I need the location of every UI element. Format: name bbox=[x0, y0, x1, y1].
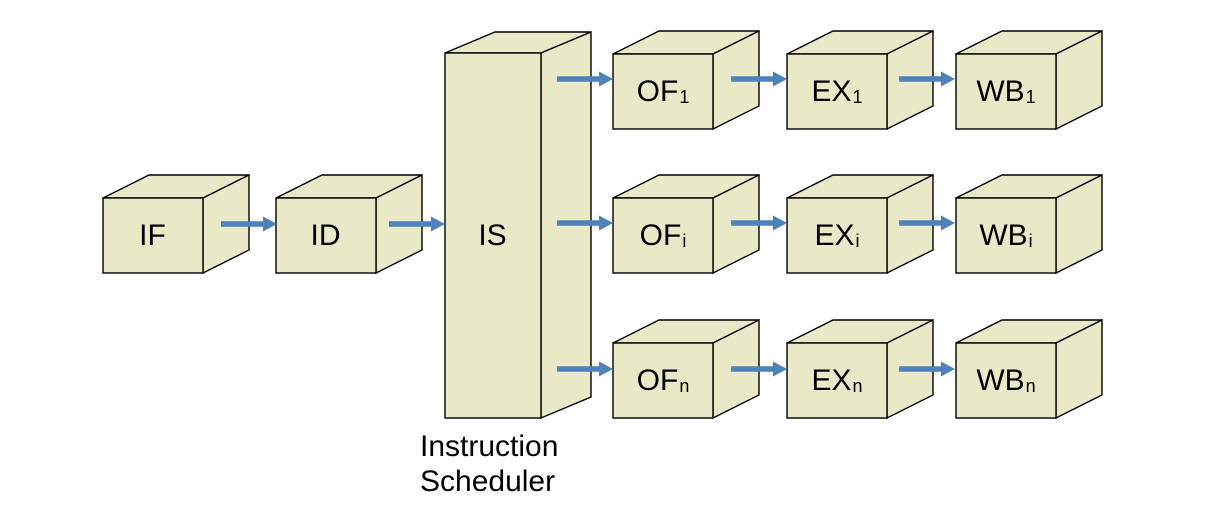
cube-front-face bbox=[102, 197, 204, 274]
arrow-exn-to-wbn bbox=[899, 361, 955, 377]
label-base: EX bbox=[811, 74, 852, 108]
label-base: WB bbox=[976, 74, 1025, 108]
label-subscript: n bbox=[1025, 375, 1036, 396]
label-base: WB bbox=[979, 218, 1028, 252]
label-base: OF bbox=[636, 74, 679, 108]
cube-graphic bbox=[955, 29, 1103, 131]
label-subscript: i bbox=[682, 230, 687, 251]
box-label-ofi: OFi bbox=[613, 198, 713, 273]
cube-graphic bbox=[275, 173, 423, 275]
arrow-is-to-ofi bbox=[557, 215, 613, 231]
box-label-exi: EXi bbox=[787, 198, 887, 273]
cube-front-face bbox=[612, 197, 714, 274]
arrow-ex1-to-wb1 bbox=[899, 71, 955, 87]
box-label-ofn: OFn bbox=[613, 343, 713, 418]
label-base: WB bbox=[976, 363, 1025, 397]
instruction-scheduler-label: Instruction Scheduler bbox=[420, 429, 558, 499]
scheduler-label-line2: Scheduler bbox=[420, 465, 556, 498]
label-subscript: 1 bbox=[1025, 86, 1036, 107]
arrow-id-to-is bbox=[389, 216, 445, 232]
cube-front-face bbox=[786, 342, 888, 419]
box-label-wb1: WB1 bbox=[956, 54, 1056, 129]
arrow-ofn-to-exn bbox=[731, 361, 787, 377]
box-label-is: IS bbox=[445, 53, 541, 418]
arrow-ofi-to-exi bbox=[731, 215, 787, 231]
cube-front-face bbox=[786, 53, 888, 130]
arrow-is-to-of1 bbox=[557, 71, 613, 87]
label-subscript: 1 bbox=[852, 86, 863, 107]
box-label-wbi: WBi bbox=[956, 198, 1056, 273]
label-subscript: 1 bbox=[679, 86, 690, 107]
cube-front-face bbox=[612, 53, 714, 130]
cube-front-face bbox=[275, 197, 377, 274]
cube-front-face bbox=[444, 52, 542, 419]
label-base: OF bbox=[636, 363, 679, 397]
box-label-if: IF bbox=[103, 198, 203, 273]
cube-front-face bbox=[955, 53, 1057, 130]
label-base: EX bbox=[811, 363, 852, 397]
cube-graphic bbox=[102, 173, 250, 275]
cube-front-face bbox=[786, 197, 888, 274]
cube-front-face bbox=[612, 342, 714, 419]
scheduler-label-line1: Instruction bbox=[420, 430, 559, 463]
arrow-exi-to-wbi bbox=[899, 215, 955, 231]
arrow-is-to-ofn bbox=[557, 361, 613, 377]
cube-graphic bbox=[955, 173, 1103, 275]
label-subscript: i bbox=[1028, 230, 1033, 251]
box-label-exn: EXn bbox=[787, 343, 887, 418]
box-label-id: ID bbox=[276, 198, 376, 273]
cube-graphic bbox=[786, 29, 934, 131]
label-base: ID bbox=[310, 218, 341, 252]
label-base: IS bbox=[478, 218, 507, 252]
cube-front-face bbox=[955, 342, 1057, 419]
cube-graphic bbox=[955, 318, 1103, 420]
box-label-of1: OF1 bbox=[613, 54, 713, 129]
box-label-ex1: EX1 bbox=[787, 54, 887, 129]
label-subscript: n bbox=[679, 375, 690, 396]
label-subscript: i bbox=[855, 230, 860, 251]
label-base: OF bbox=[639, 218, 682, 252]
label-base: IF bbox=[139, 218, 166, 252]
label-subscript: n bbox=[852, 375, 863, 396]
cube-graphic bbox=[786, 318, 934, 420]
label-base: EX bbox=[814, 218, 855, 252]
box-label-wbn: WBn bbox=[956, 343, 1056, 418]
arrow-of1-to-ex1 bbox=[731, 71, 787, 87]
cube-graphic bbox=[612, 318, 760, 420]
cube-front-face bbox=[955, 197, 1057, 274]
arrow-if-to-id bbox=[221, 216, 277, 232]
